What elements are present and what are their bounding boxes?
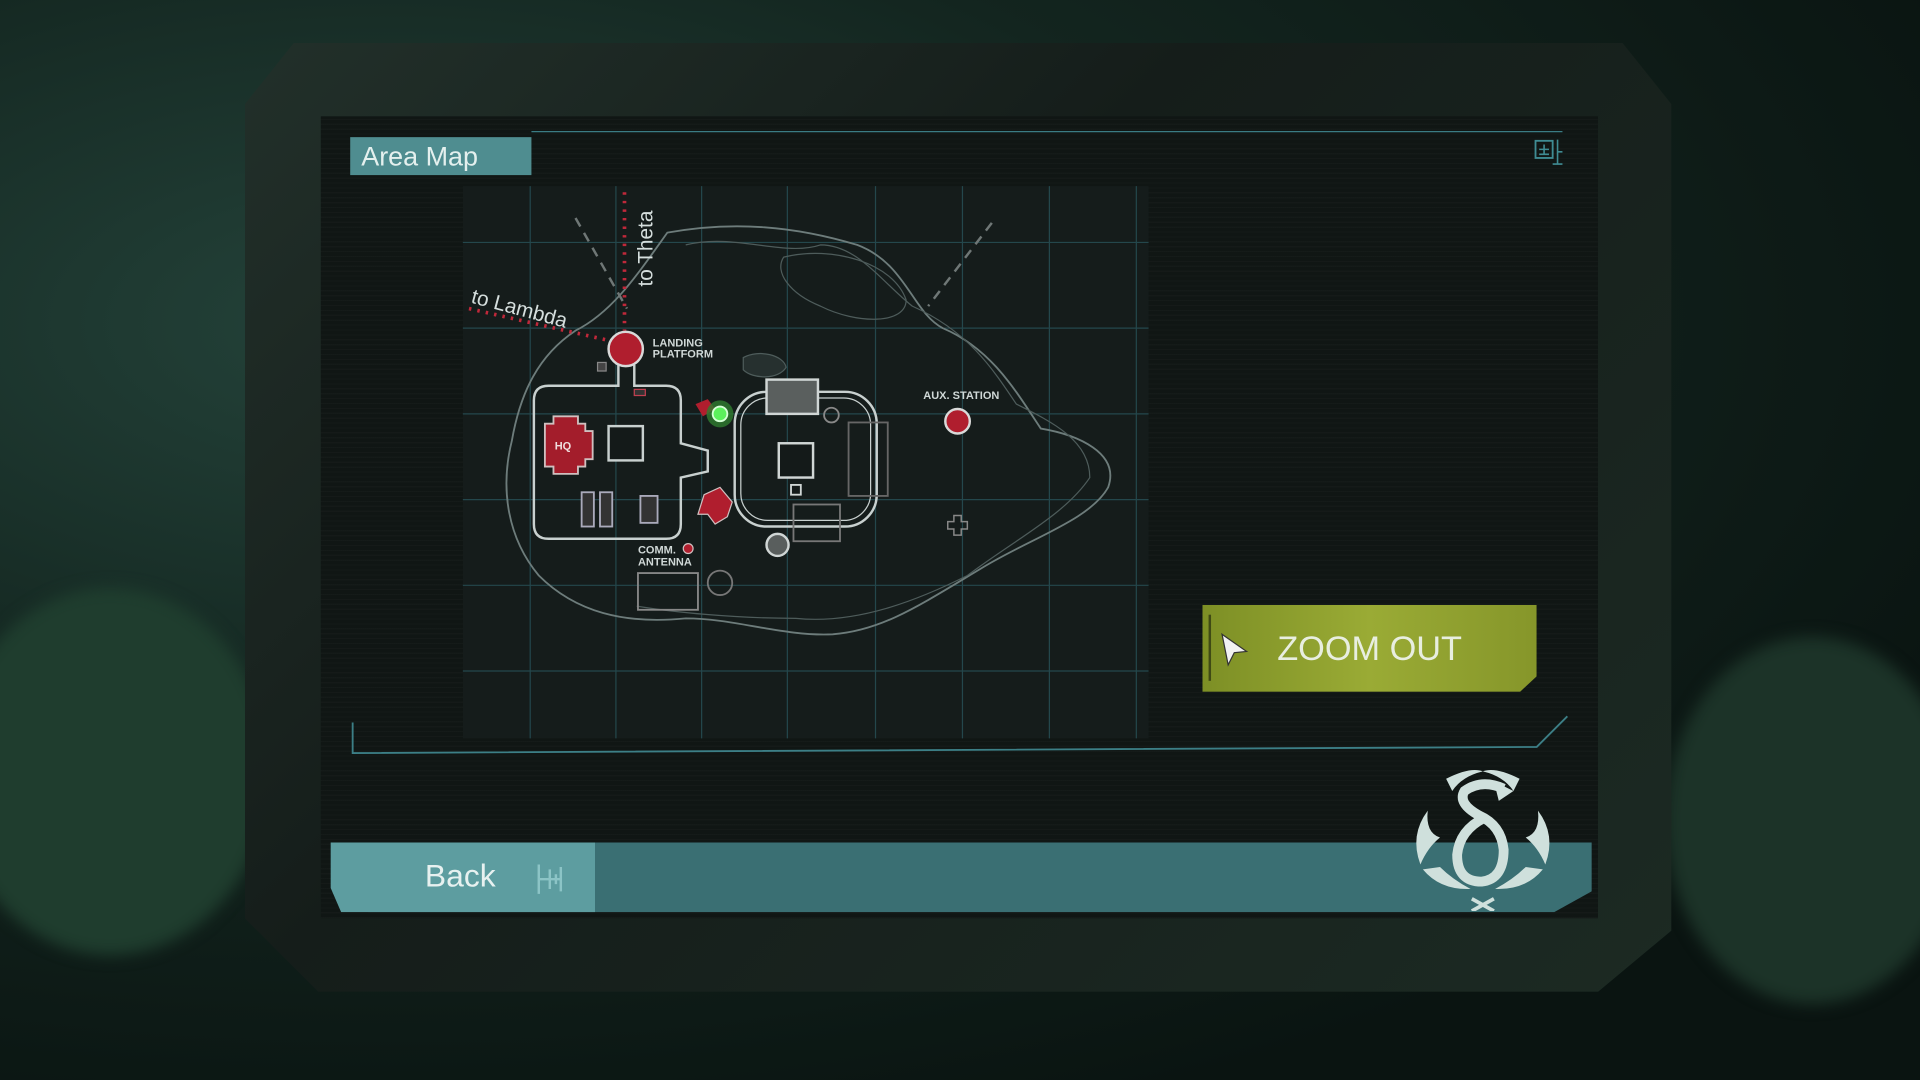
comm-antenna-label: COMM.: [638, 544, 676, 556]
landing-platform-label: LANDING: [653, 338, 703, 350]
back-key-icon: [537, 864, 563, 894]
island-outline: [505, 225, 1112, 636]
delta-laurel-logo: [1416, 770, 1550, 912]
back-button[interactable]: Back: [330, 842, 596, 913]
player-position-marker: [695, 399, 734, 428]
zoom-out-button[interactable]: ZOOM OUT: [1202, 604, 1537, 692]
background-foliage: [1665, 636, 1920, 1005]
comm-antenna-marker[interactable]: [682, 543, 694, 555]
structure-circle: [765, 532, 790, 558]
hq-building-marker[interactable]: [543, 415, 594, 475]
path-dashed: [927, 222, 993, 307]
building: [580, 491, 595, 528]
building: [607, 424, 645, 462]
route-label-lambda: to Lambda: [469, 285, 570, 333]
hq-label: HQ: [555, 440, 572, 452]
map-grid: [462, 186, 1149, 739]
background-foliage: [0, 587, 270, 956]
compound-west: [532, 364, 709, 541]
terminal-icon: [1534, 139, 1563, 165]
waypoint-plus-icon: [947, 514, 969, 536]
aux-station-label: AUX. STATION: [923, 390, 999, 402]
marker-small: [596, 361, 607, 372]
building: [599, 491, 614, 528]
page-title: Area Map: [350, 137, 532, 176]
path-dashed: [574, 217, 629, 310]
landing-platform-label: PLATFORM: [653, 349, 713, 361]
terrain-blob: [742, 353, 787, 378]
island-contour: [636, 240, 1091, 620]
structure-circle: [823, 406, 840, 424]
structure-circle: [706, 569, 734, 597]
building-outline: [637, 572, 699, 611]
building-outline: [847, 421, 889, 497]
red-building-marker: [697, 486, 733, 525]
landing-platform-marker[interactable]: [607, 330, 645, 368]
terrain-blob: [780, 252, 907, 320]
marker-small: [633, 388, 646, 397]
mouse-cursor-icon: [1221, 632, 1249, 667]
comm-antenna-label: ANTENNA: [638, 557, 692, 569]
header-divider: [531, 131, 1563, 133]
aux-station-marker[interactable]: [944, 407, 972, 435]
building-outline: [792, 503, 841, 543]
building: [777, 442, 815, 479]
building: [790, 483, 802, 496]
back-label: Back: [424, 857, 496, 894]
building: [639, 495, 659, 524]
building: [765, 378, 820, 416]
bottom-bracket: [351, 715, 1568, 754]
route-label-theta: to Theta: [635, 210, 658, 286]
